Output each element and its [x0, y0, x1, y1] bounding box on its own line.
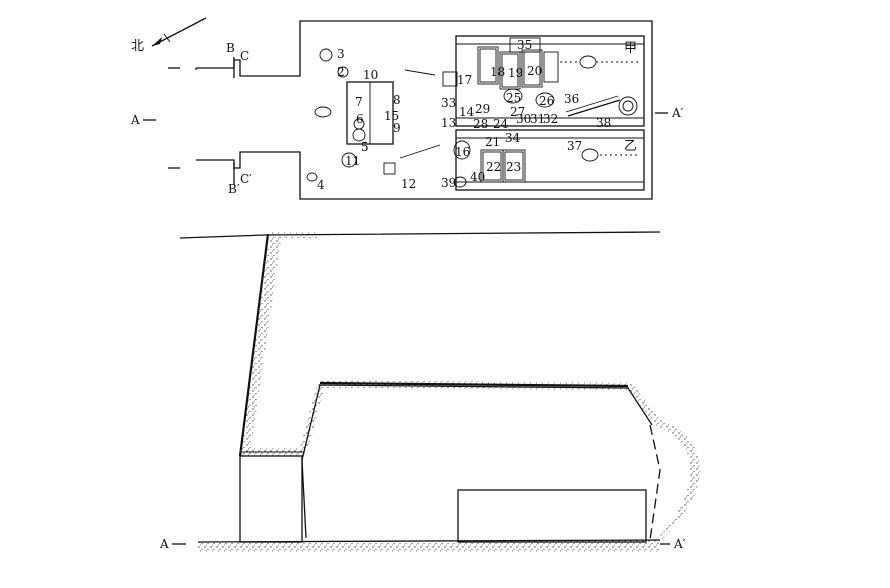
section-b-top-label: B [226, 41, 235, 55]
section-label-right: A′ [673, 537, 686, 551]
item-number-31: 31 [530, 112, 545, 126]
item-number-22: 22 [486, 160, 501, 174]
item-number-23: 23 [506, 160, 521, 174]
item-number-3: 3 [337, 47, 345, 61]
coffin-yi-label: 乙 [624, 139, 637, 154]
item-number-25: 25 [506, 91, 521, 105]
item-number-32: 32 [543, 112, 558, 126]
chamber-end-dashed [649, 424, 661, 541]
section-view: A A′ [159, 231, 700, 552]
ground-surface-line [179, 231, 661, 239]
item-number-38: 38 [596, 116, 611, 130]
item-number-36: 36 [564, 92, 579, 106]
section-a-right-label: A′ [671, 106, 684, 120]
item-number-26: 26 [539, 94, 554, 108]
item-number-13: 13 [441, 116, 456, 130]
coffin-jia-label: 甲 [624, 41, 637, 56]
item-number-2: 2 [337, 65, 345, 79]
item-number-24: 24 [493, 117, 509, 131]
item-number-5: 5 [361, 140, 369, 154]
item-number-30: 30 [516, 112, 531, 126]
item-number-6: 6 [356, 112, 364, 126]
item-number-34: 34 [505, 131, 521, 145]
section-coffin [457, 489, 647, 543]
item-number-20: 20 [527, 64, 542, 78]
coffin-jia [455, 35, 645, 127]
item-number-14: 14 [459, 105, 475, 119]
item-number-15: 15 [384, 109, 399, 123]
plan-view: 北 A A′ B C C′ B′ 甲 乙 [130, 17, 684, 200]
item-number-4: 4 [317, 178, 325, 192]
item-number-18: 18 [490, 65, 505, 79]
item-number-29: 29 [475, 102, 490, 116]
coffin-yi [455, 129, 645, 191]
item-number-12: 12 [401, 177, 416, 191]
section-c-top-label: C [240, 49, 249, 63]
item-number-40: 40 [470, 170, 485, 184]
section-b-bottom-label: B′ [228, 182, 240, 196]
section-a-left-label: A [130, 113, 140, 127]
item-number-21: 21 [485, 135, 500, 149]
floor-fill [198, 540, 660, 552]
item-number-11: 11 [345, 154, 360, 168]
tomb-outline [196, 20, 653, 200]
item-number-35: 35 [517, 38, 532, 52]
item-number-17: 17 [457, 73, 472, 87]
shaft-wall [238, 233, 270, 457]
item-number-39: 39 [441, 176, 456, 190]
floor-line [197, 539, 661, 543]
section-c-bottom-label: C′ [240, 172, 252, 186]
item-number-37: 37 [567, 139, 582, 153]
item-number-16: 16 [455, 145, 470, 159]
item-number-33: 33 [441, 96, 456, 110]
shaft-fill [240, 232, 282, 455]
item-number-28: 28 [473, 117, 488, 131]
north-label: 北 [131, 39, 144, 54]
item-number-10: 10 [363, 68, 378, 82]
item-number-8: 8 [393, 93, 401, 107]
item-number-7: 7 [355, 95, 363, 109]
chamber-fill [300, 380, 700, 540]
item-number-19: 19 [508, 66, 523, 80]
item-number-9: 9 [393, 121, 401, 135]
north-arrow: 北 [131, 17, 207, 54]
shaft-lower [239, 455, 303, 543]
item-number-27: 27 [510, 105, 525, 119]
section-label-left: A [159, 537, 169, 551]
